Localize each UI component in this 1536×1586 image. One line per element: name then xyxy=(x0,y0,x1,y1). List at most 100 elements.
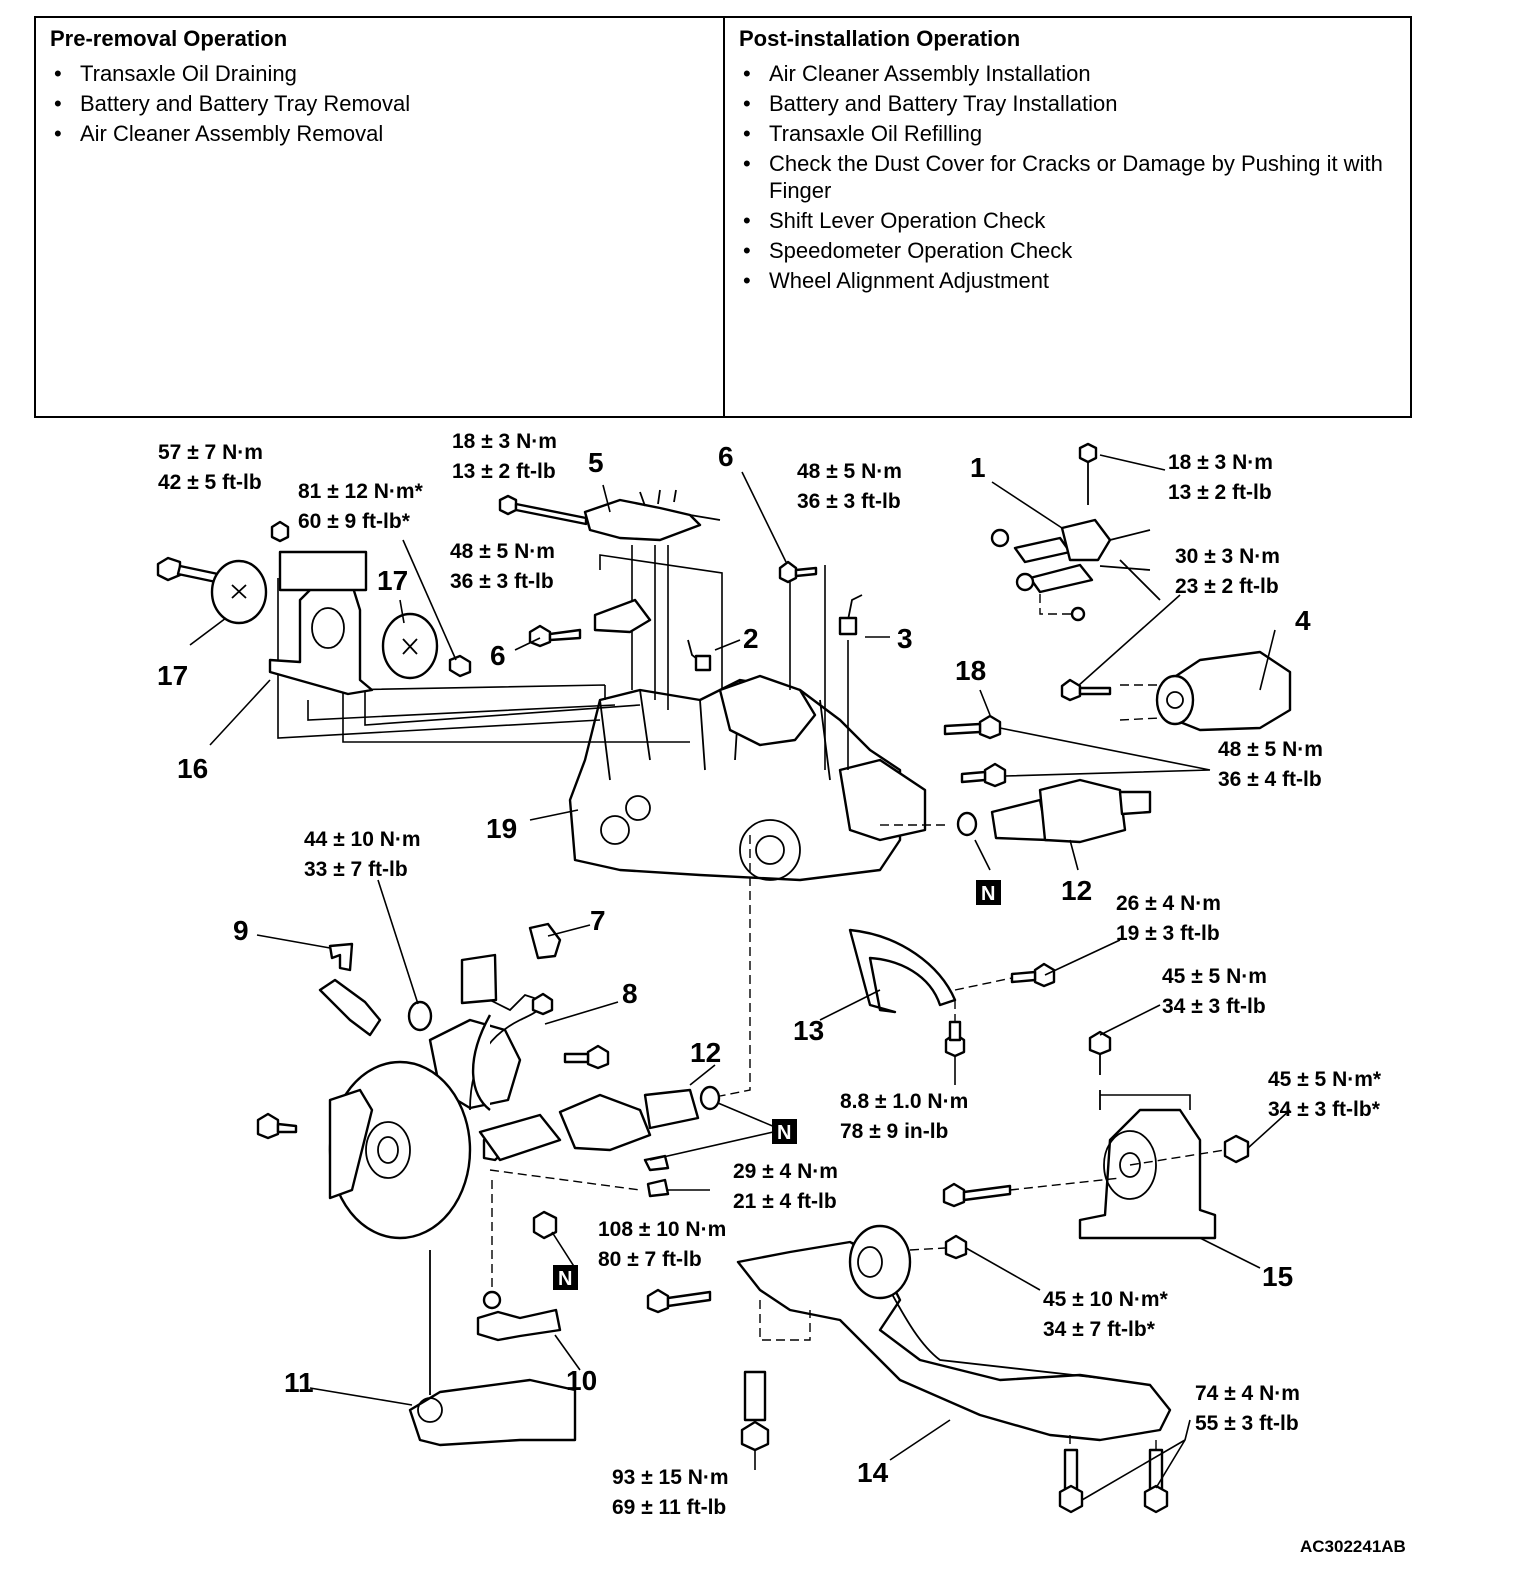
figure-code: AC302241AB xyxy=(1300,1537,1406,1556)
torque-spec-ftlb: 23 ± 2 ft-lb xyxy=(1175,575,1279,598)
torque-spec-ftlb: 34 ± 3 ft-lb xyxy=(1162,995,1266,1018)
tie-rod-end-part-10 xyxy=(476,1180,562,1342)
nonreusable-mark-text: N xyxy=(777,1122,791,1144)
lower-arm-part-11 xyxy=(408,1250,577,1447)
leader-lines xyxy=(189,454,1291,1501)
nonreusable-mark: N xyxy=(553,1265,578,1290)
pre-removal-column: Pre-removal Operation Transaxle Oil Drai… xyxy=(36,18,725,416)
part-number-2: 2 xyxy=(743,623,759,654)
drive-shaft-upper-part-12 xyxy=(880,714,1152,844)
torque-spec-nm: 30 ± 3 N·m xyxy=(1175,545,1280,568)
part-number-3: 3 xyxy=(897,623,913,654)
torque-spec-nm: 48 ± 5 N·m xyxy=(450,540,555,563)
part-number-14: 14 xyxy=(857,1457,889,1488)
post-installation-item: Check the Dust Cover for Cracks or Damag… xyxy=(739,150,1396,204)
torque-spec-ftlb: 19 ± 3 ft-lb xyxy=(1116,922,1220,945)
torque-spec-ftlb: 60 ± 9 ft-lb* xyxy=(298,510,411,533)
torque-spec-nm: 44 ± 10 N·m xyxy=(304,828,421,851)
nonreusable-mark: N xyxy=(976,880,1001,905)
pre-removal-item: Battery and Battery Tray Removal xyxy=(50,90,709,117)
part-number-19: 19 xyxy=(486,813,517,844)
post-installation-column: Post-installation Operation Air Cleaner … xyxy=(725,18,1410,416)
bell-housing-cover-part-13 xyxy=(848,928,1056,1058)
torque-spec-ftlb: 80 ± 7 ft-lb xyxy=(598,1248,702,1271)
top-harness-and-brackets xyxy=(498,489,863,672)
torque-spec-nm: 45 ± 5 N·m xyxy=(1162,965,1267,988)
torque-spec-nm: 26 ± 4 N·m xyxy=(1116,892,1221,915)
transaxle-assembly xyxy=(568,674,927,882)
torque-spec-ftlb: 36 ± 3 ft-lb xyxy=(450,570,554,593)
torque-spec-ftlb: 21 ± 4 ft-lb xyxy=(733,1190,837,1213)
torque-spec-ftlb: 13 ± 2 ft-lb xyxy=(1168,481,1272,504)
torque-spec-nm: 45 ± 10 N·m* xyxy=(1043,1288,1169,1311)
part-number-18: 18 xyxy=(955,655,986,686)
part-number-callouts: 1 2 3 4 5 6 6 7 8 9 10 11 12 12 13 14 15… xyxy=(157,441,1311,1488)
part-number-9: 9 xyxy=(233,915,249,946)
post-installation-item: Battery and Battery Tray Installation xyxy=(739,90,1396,117)
part-number-6: 6 xyxy=(718,441,734,472)
part-number-11: 11 xyxy=(284,1367,314,1398)
pre-removal-item: Air Cleaner Assembly Removal xyxy=(50,120,709,147)
operation-table: Pre-removal Operation Transaxle Oil Drai… xyxy=(34,16,1412,418)
torque-spec-ftlb: 34 ± 3 ft-lb* xyxy=(1268,1098,1381,1121)
part-number-12: 12 xyxy=(690,1037,721,1068)
post-installation-item: Transaxle Oil Refilling xyxy=(739,120,1396,147)
part-number-1: 1 xyxy=(970,452,986,483)
torque-spec-nm: 108 ± 10 N·m xyxy=(598,1218,726,1241)
drive-shaft-lower-part-12 xyxy=(478,1085,721,1198)
part-number-8: 8 xyxy=(622,978,638,1009)
post-installation-item: Shift Lever Operation Check xyxy=(739,207,1396,234)
torque-spec-nm: 74 ± 4 N·m xyxy=(1195,1382,1300,1405)
starter-motor-part-4 xyxy=(1060,650,1292,732)
torque-spec-nm: 45 ± 5 N·m* xyxy=(1268,1068,1382,1091)
torque-spec-ftlb: 69 ± 11 ft-lb xyxy=(612,1496,726,1519)
part-number-5: 5 xyxy=(588,447,604,478)
torque-spec-nm: 48 ± 5 N·m xyxy=(1218,738,1323,761)
part-number-7: 7 xyxy=(590,905,606,936)
torque-spec-nm: 81 ± 12 N·m* xyxy=(298,480,424,503)
dust-cover-part-17 xyxy=(156,556,439,680)
part-number-17: 17 xyxy=(157,660,188,691)
part-number-17: 17 xyxy=(377,565,408,596)
part-number-6: 6 xyxy=(490,640,506,671)
torque-spec-ftlb: 33 ± 7 ft-lb xyxy=(304,858,408,881)
post-installation-item: Air Cleaner Assembly Installation xyxy=(739,60,1396,87)
torque-spec-ftlb: 42 ± 5 ft-lb xyxy=(158,471,262,494)
part-number-4: 4 xyxy=(1295,605,1311,636)
engine-mount-part-15 xyxy=(942,1030,1250,1240)
torque-spec-ftlb: 34 ± 7 ft-lb* xyxy=(1043,1318,1156,1341)
part-number-13: 13 xyxy=(793,1015,824,1046)
alignment-lines xyxy=(489,835,1226,1251)
post-installation-item: Wheel Alignment Adjustment xyxy=(739,267,1396,294)
torque-spec-inlb: 78 ± 9 in-lb xyxy=(840,1120,948,1143)
part-number-15: 15 xyxy=(1262,1261,1293,1292)
torque-spec-nm: 93 ± 15 N·m xyxy=(612,1466,729,1489)
torque-spec-nm: 48 ± 5 N·m xyxy=(797,460,902,483)
nonreusable-mark-text: N xyxy=(981,883,995,905)
torque-spec-nm: 18 ± 3 N·m xyxy=(452,430,557,453)
nonreusable-mark: N xyxy=(772,1119,797,1144)
pre-removal-heading: Pre-removal Operation xyxy=(50,26,288,51)
post-installation-heading: Post-installation Operation xyxy=(739,26,1021,51)
torque-spec-nm: 29 ± 4 N·m xyxy=(733,1160,838,1183)
torque-spec-ftlb: 36 ± 4 ft-lb xyxy=(1218,768,1322,791)
transaxle-mount-bracket-part-16 xyxy=(268,520,472,696)
part-number-16: 16 xyxy=(177,753,208,784)
center-member-part-14 xyxy=(646,1224,1172,1514)
nonreusable-mark-text: N xyxy=(558,1268,572,1290)
nonreusable-markers: N N N xyxy=(553,880,1001,1290)
assembly-lines xyxy=(277,545,849,770)
torque-spec-ftlb: 13 ± 2 ft-lb xyxy=(452,460,556,483)
torque-spec-ftlb: 36 ± 3 ft-lb xyxy=(797,490,901,513)
torque-spec-nm: 57 ± 7 N·m xyxy=(158,441,263,464)
torque-labels: 57 ± 7 N·m 42 ± 5 ft-lb 81 ± 12 N·m* 60 … xyxy=(158,430,1382,1519)
pre-removal-item: Transaxle Oil Draining xyxy=(50,60,709,87)
part-number-12: 12 xyxy=(1061,875,1092,906)
part-number-10: 10 xyxy=(566,1365,597,1396)
clip-cluster-part-1 xyxy=(990,442,1161,622)
torque-spec-nm: 18 ± 3 N·m xyxy=(1168,451,1273,474)
pre-removal-list: Transaxle Oil Draining Battery and Batte… xyxy=(50,60,709,147)
post-installation-item: Speedometer Operation Check xyxy=(739,237,1396,264)
torque-spec-ftlb: 55 ± 3 ft-lb xyxy=(1195,1412,1299,1435)
